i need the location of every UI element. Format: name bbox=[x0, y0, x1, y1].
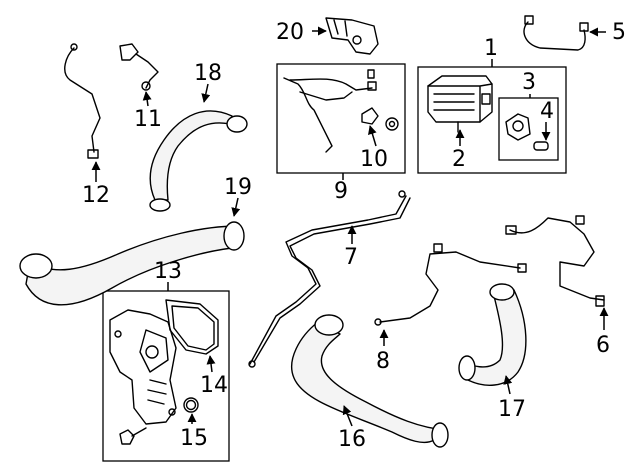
callout-10: 10 bbox=[360, 147, 388, 172]
callout-13: 13 bbox=[154, 259, 182, 284]
callout-16: 16 bbox=[338, 427, 366, 452]
part-17-hose bbox=[458, 283, 527, 386]
callout-19: 19 bbox=[224, 175, 252, 200]
group-box-9 bbox=[276, 63, 406, 174]
part-7-tube bbox=[248, 190, 411, 368]
group-box-13 bbox=[102, 290, 230, 462]
leader-lines bbox=[91, 26, 609, 427]
callout-14: 14 bbox=[200, 373, 228, 398]
part-15-oring bbox=[183, 397, 199, 413]
part-13-bolt bbox=[119, 427, 147, 445]
callout-20: 20 bbox=[276, 20, 304, 45]
part-16-hose bbox=[291, 314, 449, 448]
callout-15: 15 bbox=[180, 426, 208, 451]
callout-11: 11 bbox=[134, 107, 162, 132]
callout-4: 4 bbox=[540, 99, 554, 124]
part-19-hose bbox=[19, 221, 245, 306]
callout-2: 2 bbox=[452, 147, 466, 172]
callout-7: 7 bbox=[344, 245, 358, 270]
part-4-clip bbox=[533, 141, 549, 151]
part-20-bracket bbox=[325, 17, 379, 55]
group-box-3 bbox=[498, 97, 559, 161]
callout-18: 18 bbox=[194, 61, 222, 86]
part-12-sensor bbox=[64, 43, 101, 159]
callout-3: 3 bbox=[522, 70, 536, 95]
part-14-gasket bbox=[165, 299, 219, 355]
part-6-tube bbox=[505, 215, 605, 307]
callout-5: 5 bbox=[612, 20, 626, 45]
callout-8: 8 bbox=[376, 349, 390, 374]
callout-12: 12 bbox=[82, 183, 110, 208]
part-11-sensor bbox=[119, 43, 159, 91]
part-9-harness bbox=[283, 69, 377, 153]
part-10-fitting bbox=[361, 107, 399, 131]
callout-17: 17 bbox=[498, 397, 526, 422]
part-3-valve bbox=[505, 113, 531, 141]
part-8-tube bbox=[374, 243, 527, 326]
part-18-hose bbox=[149, 110, 248, 212]
part-5-tube bbox=[523, 15, 589, 51]
callout-9: 9 bbox=[334, 179, 348, 204]
part-13-separator bbox=[109, 309, 177, 425]
callout-1: 1 bbox=[484, 36, 498, 61]
part-1-canister bbox=[427, 75, 493, 123]
callout-6: 6 bbox=[596, 333, 610, 358]
